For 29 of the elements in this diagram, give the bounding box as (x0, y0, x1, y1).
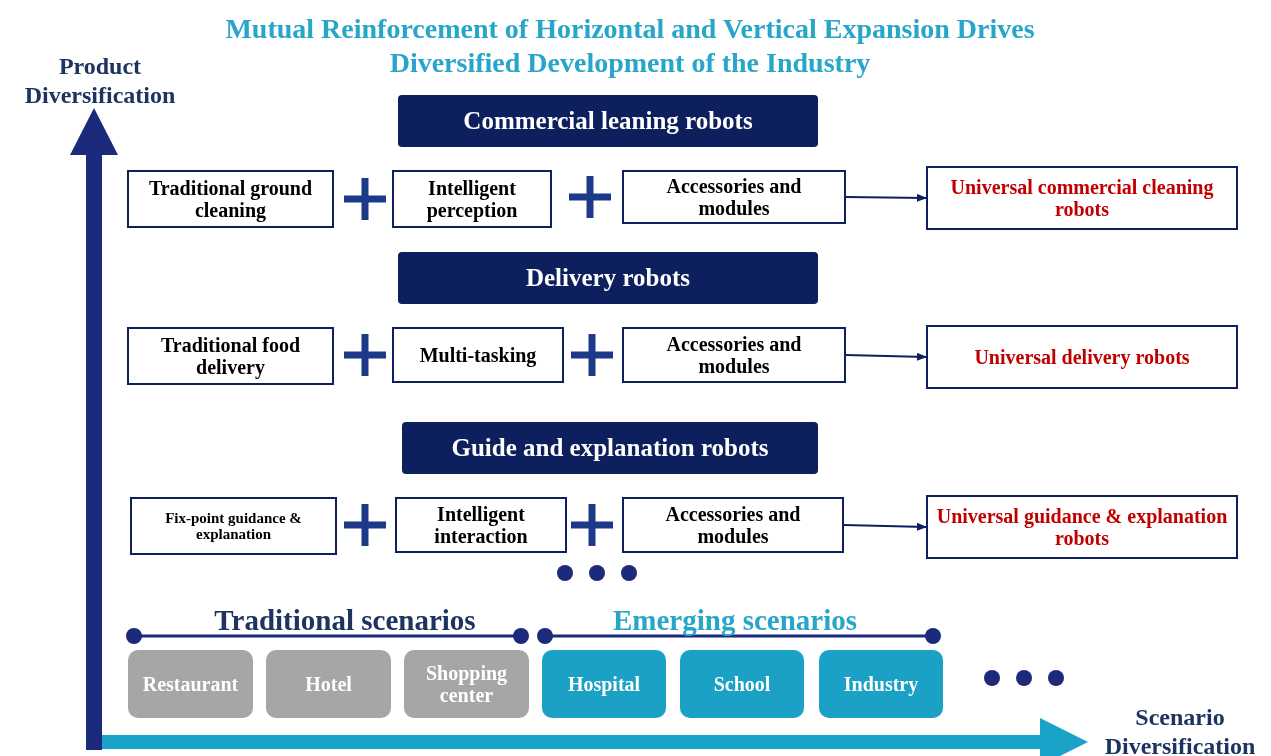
category-banner: Commercial leaning robots (398, 95, 818, 147)
scenario-box: Hospital (542, 650, 666, 718)
arrow (845, 193, 927, 202)
component-box: Fix-point guidance & explanation (130, 497, 337, 555)
arrow (845, 352, 927, 361)
component-box: Accessories and modules (622, 497, 844, 553)
diagram-title: Mutual Reinforcement of Horizontal and Vertical Expansion Drives Diversified Development of the Industry (224, 12, 1036, 80)
scenario-box: Industry (819, 650, 943, 718)
component-box: Traditional ground cleaning (127, 170, 334, 228)
category-banner: Guide and explanation robots (402, 422, 818, 474)
scenario-box: Shopping center (404, 650, 529, 718)
category-banner: Delivery robots (398, 252, 818, 304)
scenario-box: Restaurant (128, 650, 253, 718)
component-box: Intelligent interaction (395, 497, 567, 553)
component-box: Accessories and modules (622, 327, 846, 383)
component-box: Intelligent perception (392, 170, 552, 228)
component-box: Multi-tasking (392, 327, 564, 383)
scenario-box: Hotel (266, 650, 391, 718)
group-label: Emerging scenarios (611, 603, 859, 638)
component-box: Accessories and modules (622, 170, 846, 224)
axis-label: Scenario Diversification (1103, 703, 1257, 756)
result-box: Universal guidance & explanation robots (926, 495, 1238, 559)
result-box: Universal delivery robots (926, 325, 1238, 389)
component-box: Traditional food delivery (127, 327, 334, 385)
result-box: Universal commercial cleaning robots (926, 166, 1238, 230)
group-label: Traditional scenarios (213, 603, 477, 638)
scenario-box: School (680, 650, 804, 718)
arrow (843, 522, 927, 531)
axis-label: Product Diversification (23, 52, 177, 110)
